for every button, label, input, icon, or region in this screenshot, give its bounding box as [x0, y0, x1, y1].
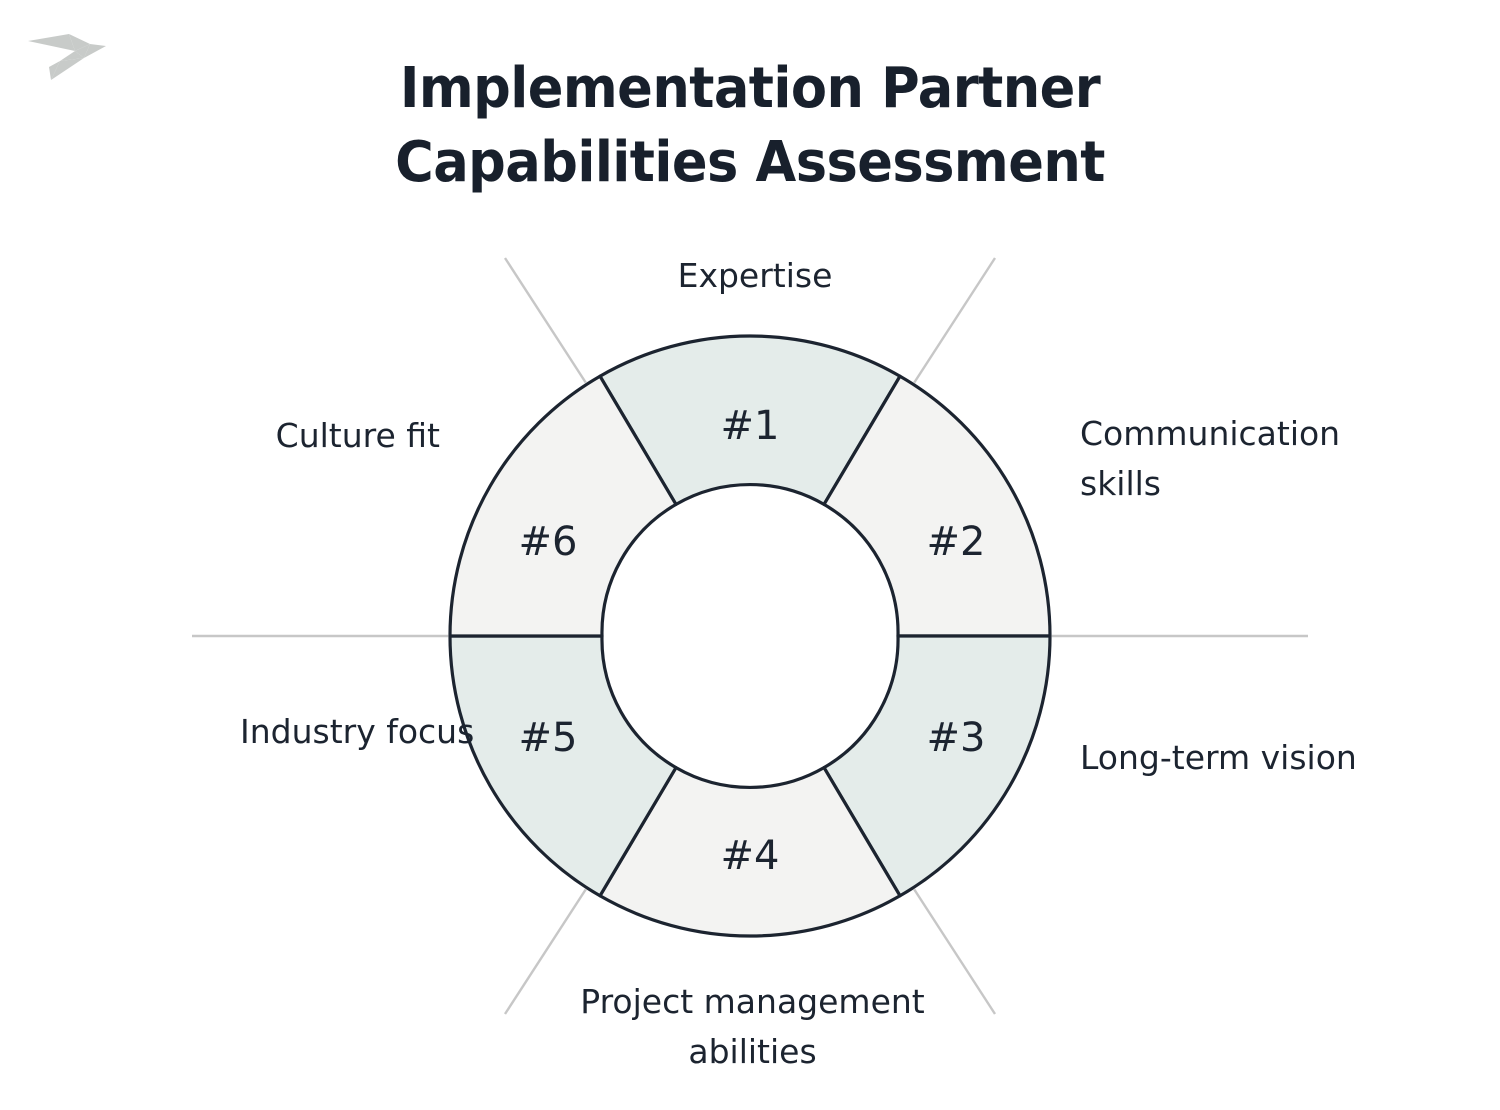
donut-segment-6[interactable] — [448, 374, 678, 638]
origami-bird-logo — [22, 18, 118, 90]
donut-segment-3[interactable] — [822, 634, 1052, 898]
segment-label-industry-focus: Industry focus — [240, 712, 475, 751]
segment-label-communication-skills: Communication skills — [1080, 414, 1341, 504]
segment-label-long-term-vision: Long-term vision — [1080, 738, 1357, 777]
donut-segment-4[interactable] — [598, 766, 902, 938]
segment-rank-3: #3 — [927, 715, 986, 761]
segment-label-culture-fit: Culture fit — [275, 416, 440, 455]
donut-segments — [448, 334, 1052, 938]
donut-segment-2[interactable] — [822, 374, 1052, 638]
segment-rank-5: #5 — [519, 715, 578, 761]
segment-rank-4: #4 — [721, 833, 780, 879]
segment-rank-1: #1 — [721, 403, 780, 449]
segment-label-project-management-abilities: Project management abilities — [580, 982, 925, 1072]
donut-segment-5[interactable] — [448, 634, 678, 898]
page-title: Implementation Partner Capabilities Asse… — [395, 56, 1105, 195]
segment-rank-6: #6 — [519, 519, 578, 565]
donut-segment-1[interactable] — [598, 334, 902, 506]
segment-label-expertise: Expertise — [677, 256, 833, 295]
segment-rank-2: #2 — [927, 519, 986, 565]
